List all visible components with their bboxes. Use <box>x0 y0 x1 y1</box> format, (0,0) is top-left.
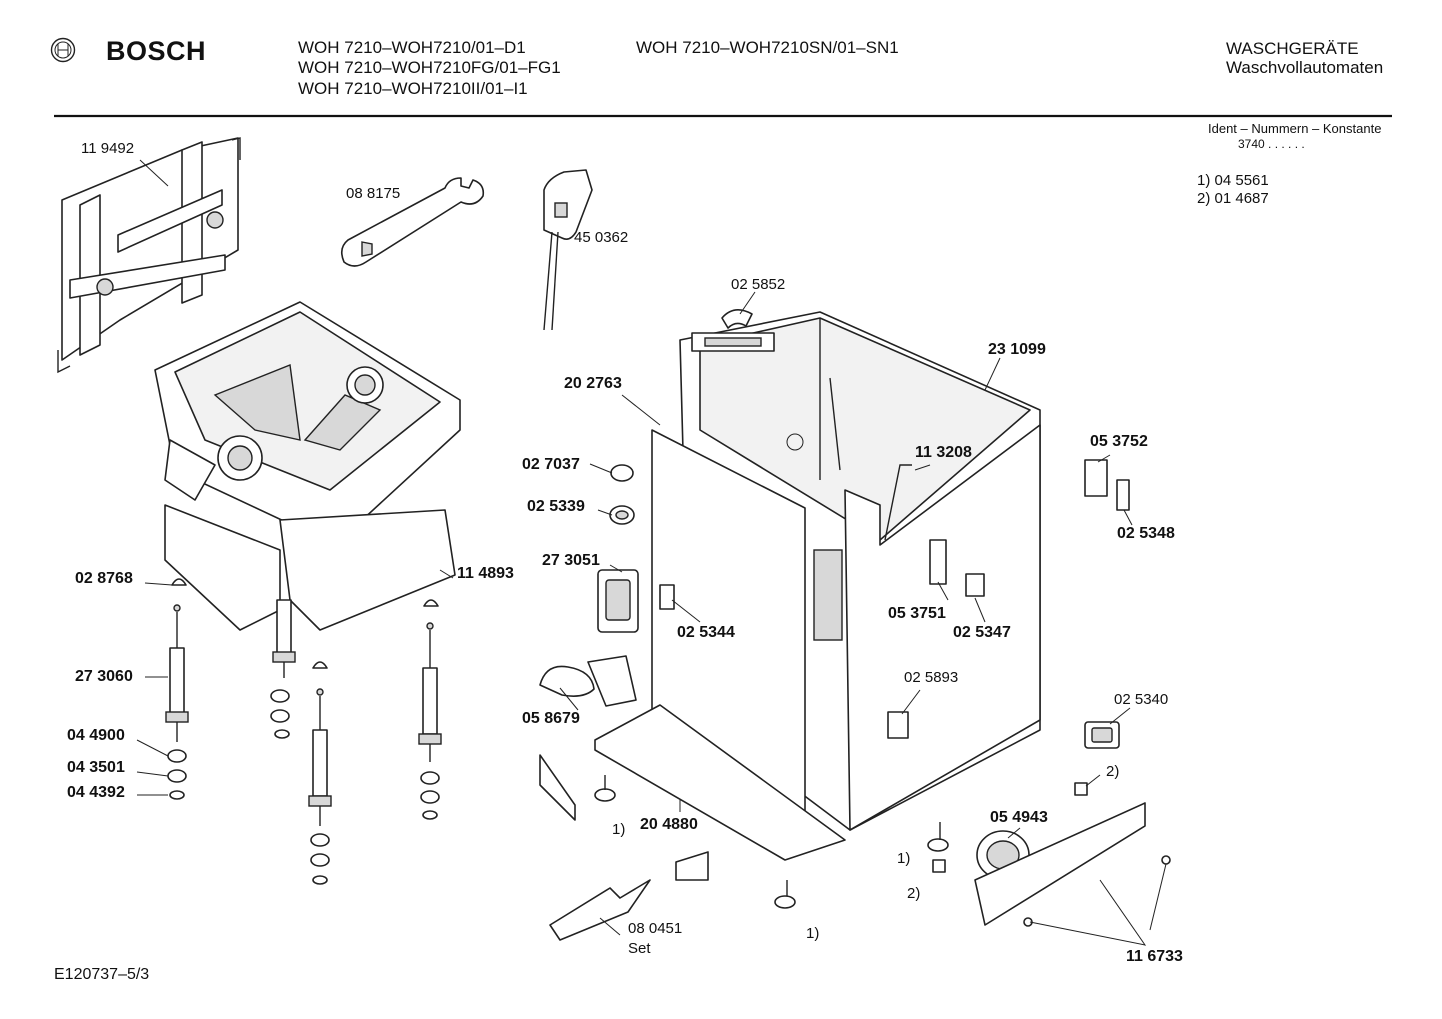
tub-housing <box>154 301 461 631</box>
part-label: 11 3208 <box>915 444 972 461</box>
part-label: 02 7037 <box>522 456 580 473</box>
part-label: 05 8679 <box>522 710 580 727</box>
part-label: 27 3051 <box>542 552 600 569</box>
part-label: Set <box>628 940 651 957</box>
small-parts <box>539 309 1171 946</box>
part-label: 05 4943 <box>990 809 1048 826</box>
part-label: 04 4900 <box>67 727 125 744</box>
part-label: 04 3501 <box>67 759 125 776</box>
part-label: 23 1099 <box>988 341 1046 358</box>
category-subtitle: Waschvollautomaten <box>1226 58 1384 77</box>
part-label: 20 4880 <box>640 816 698 833</box>
part-label: 08 8175 <box>346 185 401 202</box>
category-title: WASCHGERÄTE <box>1226 39 1359 58</box>
footnote-marker: 1) <box>612 821 626 838</box>
footnote-marker: 2) <box>907 885 921 902</box>
model-line-4: WOH 7210–WOH7210SN/01–SN1 <box>636 38 899 57</box>
part-label: 11 4893 <box>457 565 514 582</box>
footnote-marker: 1) <box>897 850 911 867</box>
footnote-marker: 2) <box>1106 763 1120 780</box>
cabinet-frame <box>594 311 1041 861</box>
ident-value: 3740 . . . . . . <box>1238 137 1305 151</box>
bosch-logo-icon <box>50 37 76 63</box>
ident-note-2: 2) 01 4687 <box>1197 190 1269 207</box>
shock-absorber-center <box>272 599 332 826</box>
shock-absorber-left <box>165 604 189 742</box>
model-line-1: WOH 7210–WOH7210/01–D1 <box>298 38 526 57</box>
part-label: 02 5339 <box>527 498 585 515</box>
part-label: 02 8768 <box>75 570 133 587</box>
part-label: 27 3060 <box>75 668 133 685</box>
part-label: 02 5344 <box>677 624 735 641</box>
wrench <box>340 177 485 267</box>
part-label: 04 4392 <box>67 784 125 801</box>
part-label: 05 3752 <box>1090 433 1148 450</box>
model-line-2: WOH 7210–WOH7210FG/01–FG1 <box>298 58 561 77</box>
shock-absorber-right <box>418 622 442 762</box>
part-label: 20 2763 <box>564 375 622 392</box>
part-label: 02 5340 <box>1114 691 1169 708</box>
part-label: 02 5852 <box>731 276 786 293</box>
caps-and-washers <box>167 578 440 885</box>
part-label: 05 3751 <box>888 605 946 622</box>
ident-note-1: 1) 04 5561 <box>1197 172 1269 189</box>
ident-title: Ident – Nummern – Konstante <box>1208 121 1382 136</box>
leader-lines <box>136 291 1133 936</box>
part-label: 45 0362 <box>574 229 629 246</box>
part-label: 02 5893 <box>904 669 959 686</box>
drawing-code: E120737–5/3 <box>54 966 150 983</box>
part-label: 11 9492 <box>81 140 135 157</box>
part-label: 08 0451 <box>628 920 683 937</box>
part-label: 02 5347 <box>953 624 1011 641</box>
brand-name: BOSCH <box>106 36 207 66</box>
part-label: 11 6733 <box>1126 948 1183 965</box>
power-cable <box>543 169 593 331</box>
model-line-3: WOH 7210–WOH7210II/01–I1 <box>298 79 528 98</box>
mounting-frame <box>57 137 241 374</box>
footnote-marker: 1) <box>806 925 820 942</box>
part-label: 02 5348 <box>1117 525 1175 542</box>
